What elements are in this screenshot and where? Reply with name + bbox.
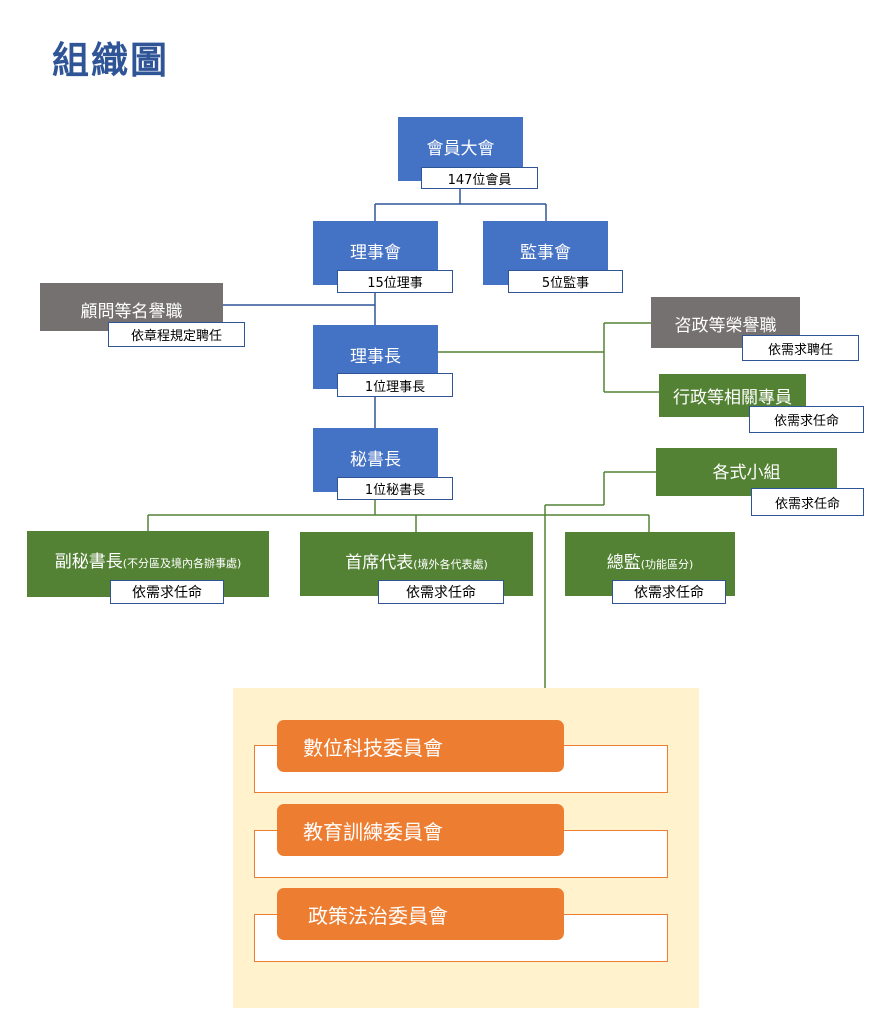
node-supervisors-name: 監事會	[520, 243, 571, 263]
node-secretary-general-name: 秘書長	[350, 450, 401, 470]
node-groups-note: 依需求任命	[751, 488, 864, 516]
node-assembly-name: 會員大會	[426, 139, 495, 159]
node-deputy-note: 依需求任命	[110, 580, 224, 604]
node-representative-qualifier: (境外各代表處)	[413, 558, 488, 571]
node-groups-name: 各式小組	[712, 463, 781, 483]
node-director-title: 總監(功能區分)	[607, 548, 694, 573]
node-advisors-note: 依章程規定聘任	[108, 322, 245, 347]
node-director-qualifier: (功能區分)	[640, 558, 694, 571]
page-title: 組織圖	[52, 39, 169, 82]
node-consultants-name: 咨政等榮譽職	[674, 316, 777, 336]
node-advisors-name: 顧問等名譽職	[80, 302, 183, 322]
committee-policy-law: 政策法治委員會	[277, 888, 564, 940]
node-chairman-note: 1位理事長	[337, 373, 453, 397]
node-deputy-title: 副秘書長(不分區及境內各辦事處)	[55, 547, 242, 572]
node-admin-note: 依需求任命	[749, 406, 864, 433]
node-assembly-note: 147位會員	[421, 167, 538, 189]
node-secretary-general-note: 1位秘書長	[337, 477, 453, 500]
committee-education-training: 教育訓練委員會	[277, 804, 564, 856]
node-representative-title: 首席代表(境外各代表處)	[345, 548, 488, 573]
committee-name: 政策法治委員會	[308, 903, 448, 928]
committee-name: 教育訓練委員會	[303, 819, 443, 844]
node-consultants-note: 依需求聘任	[742, 335, 859, 361]
node-admin-name: 行政等相關專員	[673, 388, 792, 408]
node-board-note: 15位理事	[337, 270, 453, 293]
node-deputy-qualifier: (不分區及境內各辦事處)	[122, 557, 242, 570]
node-chairman-name: 理事長	[350, 347, 401, 367]
node-representative-name: 首席代表	[345, 553, 414, 573]
committee-digital-tech: 數位科技委員會	[277, 720, 564, 772]
node-supervisors-note: 5位監事	[508, 270, 623, 293]
node-deputy-name: 副秘書長	[54, 552, 123, 572]
committee-name: 數位科技委員會	[303, 735, 443, 760]
node-director-name: 總監	[606, 553, 641, 573]
node-representative-note: 依需求任命	[378, 580, 504, 604]
node-director-note: 依需求任命	[612, 580, 726, 604]
node-board-name: 理事會	[350, 243, 401, 263]
